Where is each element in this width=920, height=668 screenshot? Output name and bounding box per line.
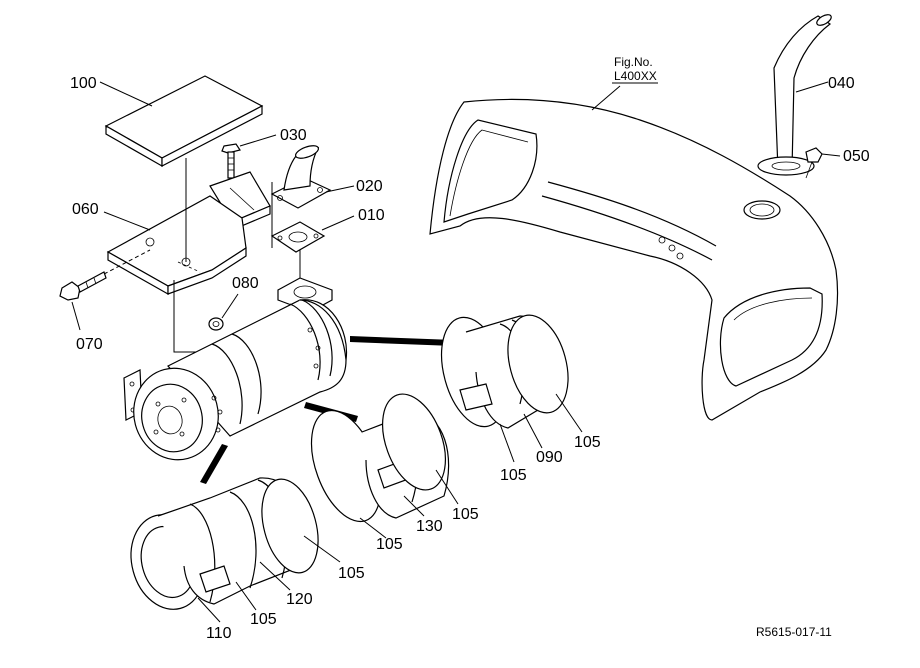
center-line-070 (103, 249, 151, 275)
leader-100 (99, 81, 153, 107)
part-tail-pipe (757, 14, 832, 176)
leader-070 (71, 301, 81, 331)
leader-030 (239, 134, 277, 147)
part-nut-080 (208, 317, 224, 331)
label-130: 130 (416, 518, 443, 535)
label-010: 010 (358, 207, 385, 224)
fig-code-label: L400XX (614, 69, 657, 83)
label-040: 040 (828, 75, 855, 92)
label-105-d: 105 (376, 536, 403, 553)
label-030: 030 (280, 127, 307, 144)
label-070: 070 (76, 336, 103, 353)
label-105-e: 105 (338, 565, 365, 582)
label-120: 120 (286, 591, 313, 608)
leader-105-d (359, 517, 387, 539)
label-110: 110 (206, 625, 232, 642)
part-gasket (270, 221, 326, 253)
direction-arrow-1 (350, 336, 454, 346)
label-050: 050 (843, 148, 870, 165)
label-105-b: 105 (500, 467, 527, 484)
label-100: 100 (70, 75, 97, 92)
label-080: 080 (232, 275, 259, 292)
part-canister-130 (310, 393, 450, 523)
label-090: 090 (536, 449, 563, 466)
part-bolt-050 (805, 147, 823, 179)
leader-105-a (555, 393, 583, 433)
leader-130 (403, 495, 425, 517)
part-cover-plate (104, 75, 264, 168)
leader-010 (321, 215, 355, 231)
center-line-060 (173, 280, 200, 353)
fig-no-label: Fig.No. (614, 55, 653, 69)
direction-arrow-3 (200, 444, 228, 484)
leader-040 (795, 81, 829, 93)
leader-110 (197, 597, 221, 623)
label-105-c: 105 (452, 506, 479, 523)
drawing-reference: R5615-017-11 (756, 625, 832, 639)
part-elbow-pipe (270, 145, 332, 209)
part-bolt-030 (221, 143, 241, 179)
leader-090 (523, 413, 543, 449)
leader-020 (325, 185, 355, 193)
part-bolt-070 (59, 271, 107, 301)
label-105-f: 105 (250, 611, 277, 628)
part-muffler-body (123, 277, 348, 461)
leader-050 (821, 153, 841, 157)
leader-105-e (303, 535, 341, 563)
part-canister-090 (440, 314, 569, 429)
leader-060 (103, 211, 151, 231)
leader-080 (221, 293, 239, 319)
label-105-a: 105 (574, 434, 601, 451)
label-020: 020 (356, 178, 383, 195)
leader-fig (591, 85, 621, 111)
leader-120 (259, 561, 291, 591)
label-060: 060 (72, 201, 99, 218)
part-bonnet (429, 98, 839, 421)
leader-105-f (235, 581, 257, 611)
part-heat-shield (106, 195, 247, 296)
leader-105-c (435, 469, 459, 505)
leader-105-b (499, 423, 515, 463)
